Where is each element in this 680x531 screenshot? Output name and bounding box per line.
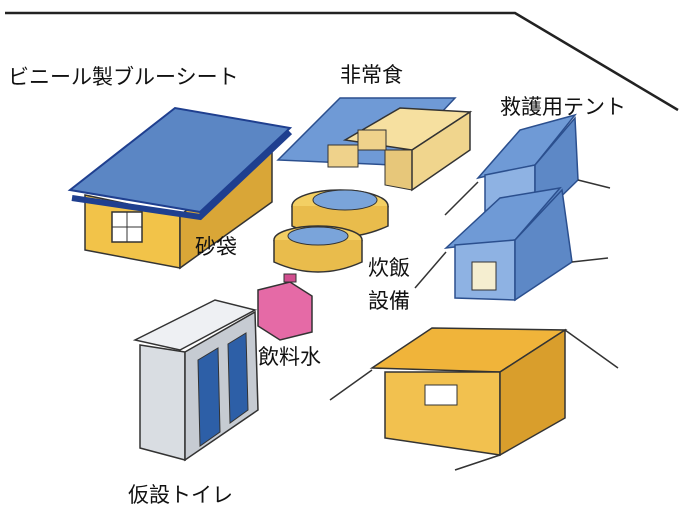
label-blue-tarp: ビニール製ブルーシート <box>8 65 239 89</box>
label-emergency-food: 非常食 <box>340 63 403 87</box>
orange-tent <box>329 327 619 471</box>
emergency-food-stacks <box>276 97 473 192</box>
label-cooking-line2: 設備 <box>368 289 410 313</box>
food-box-side <box>411 110 471 192</box>
food-box-front <box>384 149 413 191</box>
relief-tent-2 <box>414 186 609 302</box>
label-temporary-toilet: 仮設トイレ <box>128 483 233 507</box>
temporary-toilets <box>132 299 259 462</box>
blue-tarp <box>67 106 293 214</box>
ground-boundary-line <box>5 11 679 112</box>
label-drinking-water: 飲料水 <box>258 345 321 369</box>
label-sandbag: 砂袋 <box>195 235 237 259</box>
tarp-covered-house <box>67 106 293 270</box>
label-relief-tent: 救護用テント <box>500 95 626 119</box>
sandbags <box>273 189 389 273</box>
water-tank <box>257 273 313 341</box>
label-cooking-line1: 炊飯 <box>368 256 410 280</box>
tarp-front-edge <box>71 129 293 221</box>
